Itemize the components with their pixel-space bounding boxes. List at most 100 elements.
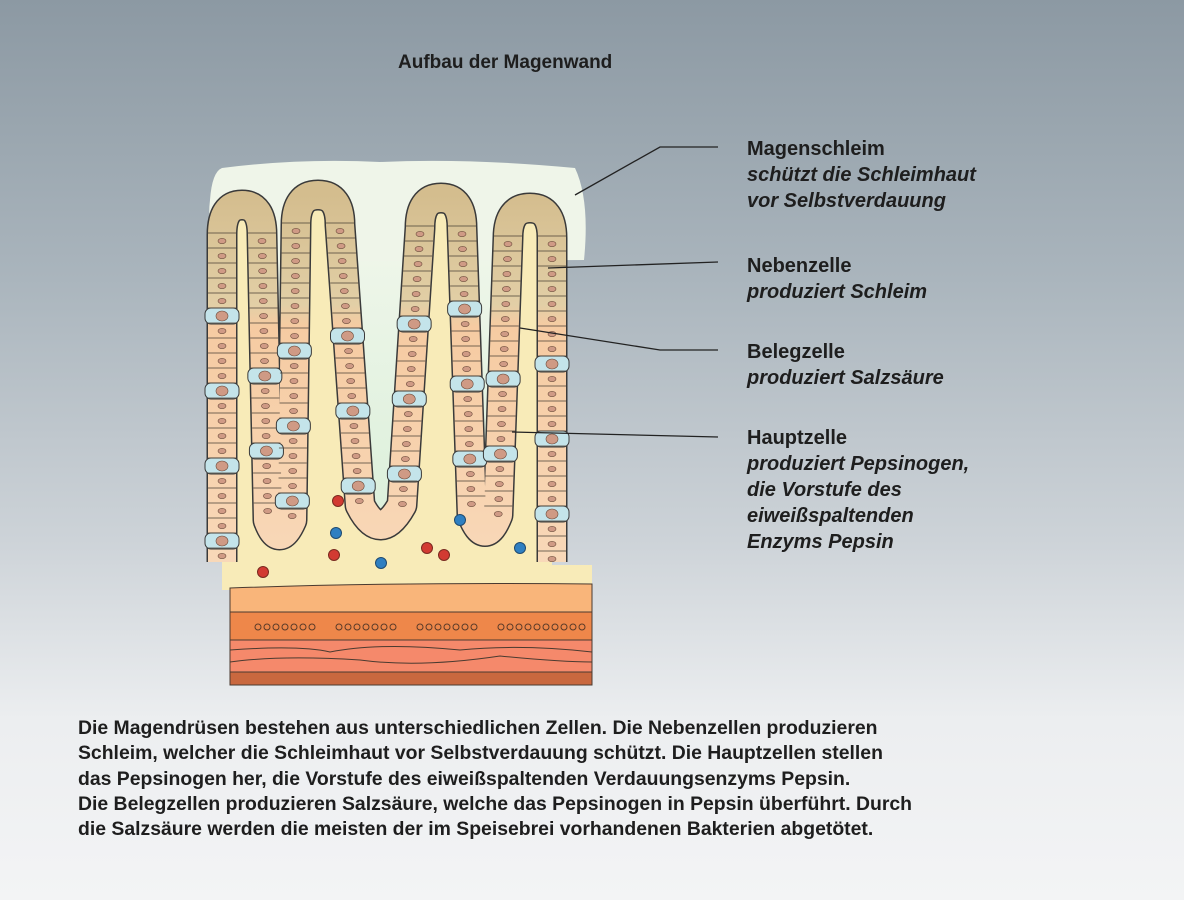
nucleus — [217, 448, 227, 454]
nucleus — [351, 480, 365, 492]
nucleus — [499, 346, 509, 352]
nucleus — [349, 423, 359, 429]
nucleus — [408, 336, 418, 342]
nucleus — [337, 258, 347, 264]
fat-cell — [353, 623, 361, 631]
diagram-title: Aufbau der Magenwand — [398, 52, 613, 73]
nucleus — [412, 276, 422, 282]
nucleus — [411, 291, 421, 297]
nucleus — [289, 408, 298, 414]
nucleus — [459, 291, 469, 297]
nucleus — [402, 441, 411, 447]
nucleus — [547, 466, 557, 472]
nucleus — [217, 478, 227, 484]
fat-cell — [461, 623, 469, 631]
nucleus — [545, 508, 559, 520]
nucleus — [217, 358, 227, 364]
fat-cell — [497, 623, 505, 631]
wall-layers — [229, 583, 593, 686]
nucleus — [463, 453, 477, 465]
nucleus — [404, 411, 413, 417]
nucleus — [351, 453, 361, 459]
nucleus — [289, 393, 299, 399]
nucleus — [290, 288, 300, 294]
nucleus — [493, 511, 503, 517]
nucleus — [458, 261, 468, 267]
nucleus — [497, 421, 506, 427]
nucleus — [503, 256, 512, 262]
nucleus — [260, 358, 269, 364]
nucleus — [465, 441, 474, 447]
nucleus — [261, 403, 270, 409]
nucleus — [547, 316, 557, 322]
fat-cell — [542, 623, 550, 631]
nucleus — [288, 453, 298, 459]
nucleus — [289, 378, 299, 384]
nucleus — [463, 396, 473, 402]
fat-cell — [254, 623, 262, 631]
cell-details — [204, 222, 570, 562]
nucleus — [547, 451, 557, 457]
fat-cell — [569, 623, 577, 631]
fat-cell — [335, 623, 343, 631]
fat-cell — [299, 623, 307, 631]
nucleus — [258, 370, 272, 382]
nucleus — [290, 303, 300, 309]
fat-cell — [416, 623, 424, 631]
nucleus — [547, 391, 557, 397]
nucleus — [291, 258, 300, 264]
submucosa-cells — [254, 623, 586, 631]
fat-cell — [281, 623, 289, 631]
nucleus — [342, 318, 351, 324]
nucleus — [346, 405, 360, 417]
nucleus — [547, 496, 557, 502]
nucleus — [547, 421, 557, 427]
label-belegzelle: Belegzelle produziert Salzsäure — [747, 341, 944, 389]
nucleus — [547, 541, 557, 547]
nucleus — [341, 330, 354, 342]
nucleus — [398, 501, 407, 507]
nucleus — [461, 336, 470, 342]
nucleus — [217, 328, 227, 334]
nucleus — [217, 418, 227, 424]
nucleus — [344, 348, 353, 354]
fat-cell — [263, 623, 271, 631]
nucleus — [466, 471, 475, 477]
fat-cell — [470, 623, 478, 631]
nucleus — [547, 376, 557, 382]
nucleus — [260, 445, 273, 457]
nucleus — [217, 433, 227, 439]
nucleus — [339, 288, 349, 294]
nucleus — [547, 556, 557, 562]
nucleus — [410, 306, 420, 312]
nucleus — [217, 508, 227, 514]
nucleus — [500, 316, 510, 322]
nucleus — [288, 468, 298, 474]
fat-cell — [425, 623, 433, 631]
nucleus — [499, 361, 508, 367]
nucleus — [288, 483, 297, 489]
nucleus — [215, 535, 229, 547]
fat-cell — [371, 623, 379, 631]
leader-lines — [511, 146, 719, 438]
nucleus — [547, 526, 557, 532]
nucleus — [288, 345, 301, 357]
nucleus — [466, 486, 476, 492]
nucleus — [341, 303, 350, 309]
nucleus — [399, 486, 408, 492]
nucleus — [260, 388, 270, 394]
fat-cell — [362, 623, 370, 631]
nucleus — [259, 328, 269, 334]
nucleus — [217, 403, 227, 409]
fat-cell — [515, 623, 523, 631]
nucleus — [263, 508, 272, 514]
nucleus — [263, 493, 272, 499]
nucleus — [500, 331, 510, 337]
nucleus — [495, 466, 505, 472]
nucleus — [547, 286, 557, 292]
nucleus — [262, 463, 272, 469]
nucleus — [287, 513, 297, 519]
nucleus — [547, 271, 557, 277]
nucleus — [462, 366, 472, 372]
nucleus — [547, 346, 557, 352]
